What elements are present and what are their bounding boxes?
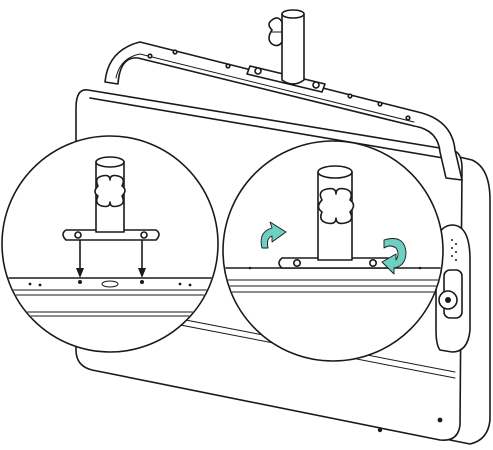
detail-circle-left: [1, 135, 219, 353]
pole-adapter-top: [268, 9, 305, 85]
detail-right: [222, 140, 444, 362]
grille-rosette: [101, 280, 119, 288]
knob-icon: [94, 174, 126, 208]
detail-left: [1, 135, 219, 353]
side-knob-center: [445, 297, 451, 303]
down-arrow-icon: [76, 239, 84, 278]
screw-hole: [78, 280, 82, 284]
yoke-inner-edge: [115, 53, 415, 123]
yoke-bar: [104, 41, 463, 181]
down-arrow-icon: [138, 239, 146, 278]
screw-icon: [312, 81, 320, 89]
screw-icon: [437, 417, 443, 423]
pole-tube-top: [281, 9, 305, 19]
yoke-holes: [147, 49, 411, 121]
pole-tube-top: [317, 165, 353, 179]
cabinet-top-edge: [89, 97, 456, 161]
pole-tube-top: [95, 156, 125, 168]
screw-hole: [140, 280, 144, 284]
screw-icon: [377, 427, 383, 433]
bracket-plate: [62, 229, 160, 241]
screw-icon: [140, 231, 148, 239]
screw-icon: [292, 258, 301, 267]
knob-icon: [317, 187, 355, 225]
rotation-arrow-icon: [260, 221, 287, 249]
side-grille: [451, 239, 457, 261]
rotation-arrow-icon: [381, 238, 407, 275]
screw-icon: [368, 258, 377, 267]
pole-tube: [281, 13, 305, 85]
screw-icon: [74, 231, 82, 239]
screw-icon: [254, 67, 262, 75]
